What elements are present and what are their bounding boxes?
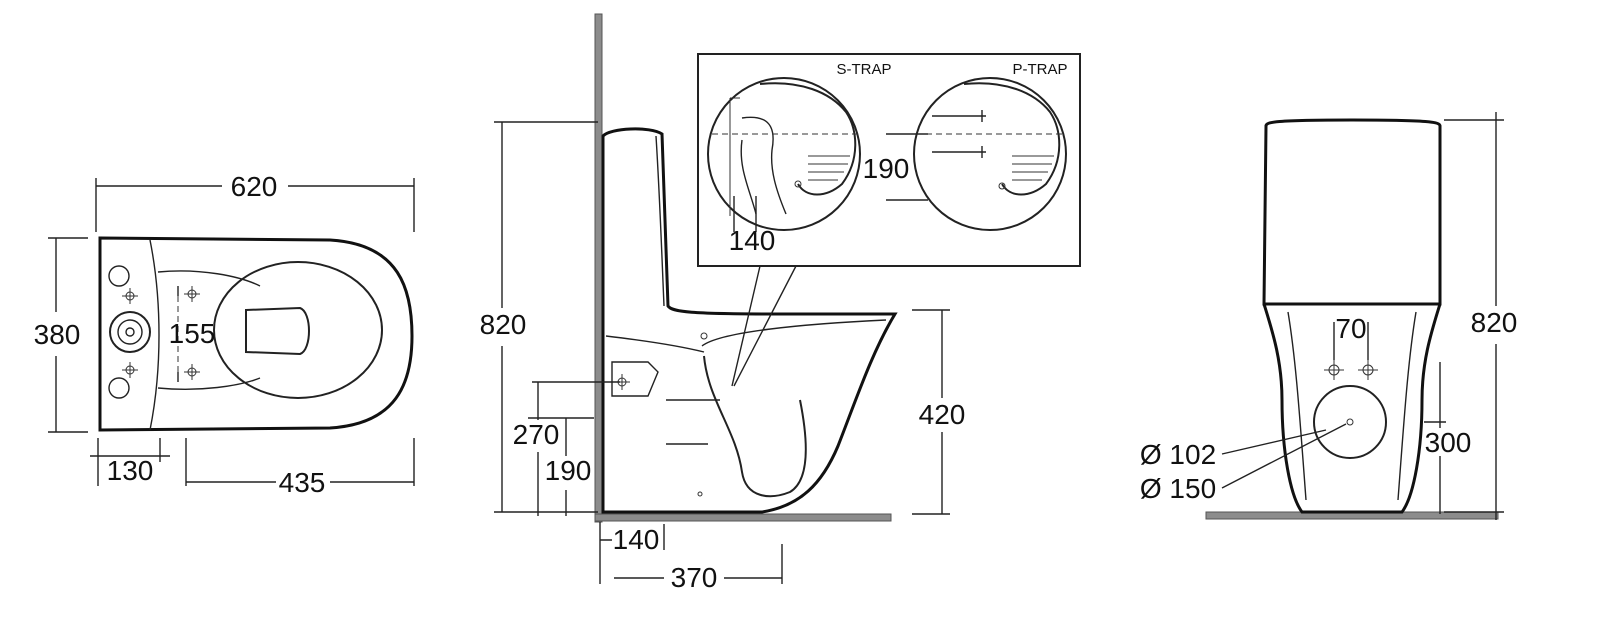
dim-line-width <box>95 178 415 232</box>
dim-line-depth <box>48 237 88 433</box>
dim-line-hole-spacing <box>1333 322 1369 360</box>
outlet-ring-center <box>125 327 135 337</box>
p-trap-hole <box>998 182 1006 190</box>
dim-line-height <box>494 121 598 513</box>
side-trap-inner <box>666 399 720 445</box>
bowl-opening <box>213 261 383 399</box>
dim-line-bottom <box>90 438 415 486</box>
dim-center-spacing: 155 <box>169 318 216 349</box>
front-dim-line-outlet <box>1424 362 1446 514</box>
dim-outlet-offset: 140 <box>613 524 660 555</box>
diam-inner: Ø 102 <box>1140 439 1216 470</box>
inset-dim-s-trap-offset: 140 <box>729 225 776 256</box>
inset-frame <box>697 53 1081 267</box>
dim-left-offset: 130 <box>107 455 154 486</box>
side-rim-curve <box>701 319 887 347</box>
top-view-rim-line-lower <box>157 377 261 390</box>
side-seat-line <box>605 335 705 353</box>
dim-line-base <box>599 522 783 584</box>
trap-detail-inset: S-TRAP P-TRAP 190 140 <box>697 53 1081 267</box>
s-trap-wall-line <box>729 97 740 216</box>
s-trap-hole <box>794 180 802 188</box>
diameter-leader-lines <box>1221 423 1347 489</box>
side-inlet-block <box>611 361 659 397</box>
dim-seat-length: 435 <box>279 467 326 498</box>
crosshair-marks <box>122 286 200 380</box>
dim-depth: 380 <box>34 319 81 350</box>
p-trap-pipe <box>932 110 986 158</box>
dim-outlet-height: 190 <box>545 455 592 486</box>
dim-hole-spacing: 70 <box>1335 313 1366 344</box>
side-small-hole-bottom <box>697 491 703 497</box>
front-crosshairs <box>1324 360 1378 380</box>
top-view-outline <box>98 236 414 432</box>
dim-inlet-height: 270 <box>513 419 560 450</box>
side-trapway <box>703 355 807 498</box>
s-trap-water-lines <box>808 155 850 181</box>
inset-dim-p-trap-height: 190 <box>863 153 910 184</box>
wall-surface <box>594 13 603 523</box>
p-trap-bowl <box>963 82 1061 196</box>
front-dim-height: 820 <box>1471 307 1518 338</box>
front-dim-line-height <box>1444 112 1504 520</box>
inset-dim-s-lines <box>733 196 757 232</box>
front-outlet-outer <box>1313 385 1387 459</box>
dim-width: 620 <box>231 171 278 202</box>
bowl-waterline <box>245 306 310 356</box>
floor-surface <box>594 513 892 522</box>
front-view: 70 820 300 Ø 102 Ø 150 <box>1140 112 1518 520</box>
tank-back-line <box>655 135 665 307</box>
inset-callout-lines <box>731 265 797 387</box>
side-view-body-outline <box>601 127 898 514</box>
side-small-hole <box>700 332 708 340</box>
diam-outer: Ø 150 <box>1140 473 1216 504</box>
top-view: 620 380 155 130 435 <box>34 171 415 498</box>
dim-line-seat-height <box>912 309 950 515</box>
dim-seat-height: 420 <box>919 399 966 430</box>
front-tank <box>1262 118 1442 306</box>
dim-base-length: 370 <box>671 562 718 593</box>
front-outlet-center <box>1346 418 1354 426</box>
s-trap-circle <box>707 77 861 231</box>
s-trap-bowl <box>759 82 857 196</box>
p-trap-circle <box>913 77 1067 231</box>
side-view: 820 270 190 420 140 370 <box>480 13 966 593</box>
s-trap-pipe <box>740 116 787 215</box>
front-bowl-outline <box>1262 303 1442 514</box>
top-view-tank-edge <box>149 239 160 431</box>
p-trap-label: P-TRAP <box>1012 61 1067 78</box>
p-trap-water-lines <box>1012 155 1054 181</box>
front-dim-outlet-height: 300 <box>1425 427 1472 458</box>
dim-height: 820 <box>480 309 527 340</box>
top-view-rim-line <box>157 270 261 287</box>
inset-dim-lines <box>886 133 928 201</box>
fixing-hole-top <box>108 265 130 287</box>
fixing-hole-bottom <box>108 377 130 399</box>
outlet-ring-outer <box>109 311 151 353</box>
dim-line-inlet <box>528 381 620 516</box>
outlet-ring-mid <box>117 319 143 345</box>
s-trap-label: S-TRAP <box>836 61 891 78</box>
front-inner-lines <box>1287 311 1417 501</box>
